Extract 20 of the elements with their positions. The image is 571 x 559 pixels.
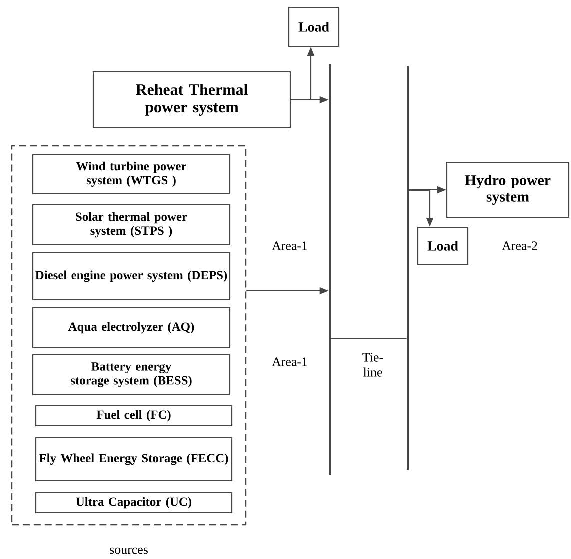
system-box: Aqua electrolyzer (AQ) xyxy=(32,307,231,349)
area-label: Area-1 xyxy=(272,242,308,250)
system-box: Battery energy storage system (BESS) xyxy=(32,354,231,396)
system-box: Wind turbine power system (WTGS ) xyxy=(32,154,231,195)
connector-line xyxy=(331,338,407,340)
system-box: Diesel engine power system (DEPS) xyxy=(32,252,231,301)
load-box: Load xyxy=(288,6,340,48)
system-box: Fly Wheel Energy Storage (FECC) xyxy=(35,437,233,482)
system-box: Ultra Capacitor (UC) xyxy=(35,492,233,514)
system-box: Reheat Thermal power system xyxy=(92,71,292,129)
area-label: Area-1 xyxy=(272,358,308,366)
group-caption: sources xyxy=(110,548,148,554)
load-box: Load xyxy=(417,226,469,266)
system-box: Hydro power system xyxy=(446,162,570,218)
system-box: Solar thermal power system (STPS ) xyxy=(32,204,231,246)
edge-label: Tie-line xyxy=(362,353,384,377)
dashed-group-box xyxy=(11,145,247,526)
bus-line xyxy=(407,66,409,470)
area-label: Area-2 xyxy=(502,242,538,250)
system-box: Fuel cell (FC) xyxy=(35,405,233,427)
